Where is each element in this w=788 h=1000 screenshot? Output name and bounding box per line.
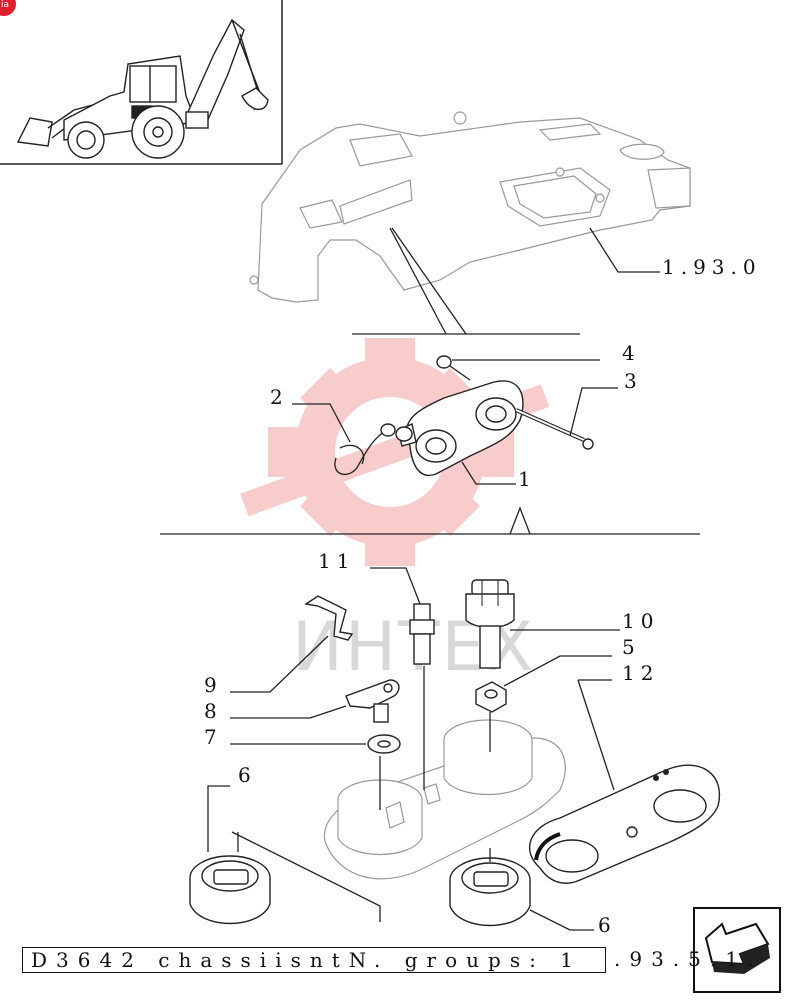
knob-cap-part-6-right bbox=[449, 857, 531, 927]
ref-top-label: 1.93.0 bbox=[662, 255, 762, 279]
leader-6-link bbox=[231, 831, 381, 922]
nut-part-4 bbox=[436, 355, 471, 381]
callout-3: 3 bbox=[624, 369, 643, 393]
lamp-wire-part-2 bbox=[334, 423, 413, 476]
bracket-part-8 bbox=[345, 679, 400, 723]
callout-11: 11 bbox=[318, 549, 355, 573]
callout-4: 4 bbox=[622, 341, 641, 365]
callout-5: 5 bbox=[622, 635, 641, 659]
leader-6a bbox=[207, 785, 230, 852]
leader-2 bbox=[292, 403, 351, 443]
callout-2: 2 bbox=[270, 385, 289, 409]
screw-part-3 bbox=[515, 408, 594, 450]
leader-ref bbox=[589, 227, 660, 273]
leader-12 bbox=[577, 679, 615, 791]
callout-9: 9 bbox=[204, 673, 223, 697]
knob-cap-part-6-left bbox=[189, 855, 271, 925]
leader-3 bbox=[569, 387, 618, 437]
badge-text: ia bbox=[1, 0, 10, 10]
leader-9 bbox=[230, 635, 329, 693]
leader-6b bbox=[529, 909, 594, 931]
washer-part-7 bbox=[367, 734, 401, 754]
lamp-socket-part-11 bbox=[409, 603, 435, 665]
watermark-gear-icon bbox=[240, 338, 550, 566]
dial-plate-part-12 bbox=[529, 764, 721, 884]
next-page-arrow-icon[interactable] bbox=[693, 907, 781, 993]
callout-8: 8 bbox=[204, 699, 223, 723]
footer-page-code: .93.5.1. bbox=[614, 947, 763, 971]
leader-1 bbox=[461, 461, 516, 485]
clip-part-9 bbox=[304, 595, 354, 641]
callout-10: 10 bbox=[622, 609, 659, 633]
corner-badge: ia bbox=[0, 0, 16, 16]
leader-8 bbox=[230, 705, 347, 719]
leader-5 bbox=[503, 655, 612, 687]
backhoe-loader-illustration bbox=[16, 18, 269, 159]
hex-nut-part-5 bbox=[475, 681, 507, 713]
callout-1: 1 bbox=[518, 467, 537, 491]
callout-6b: 6 bbox=[598, 913, 617, 937]
callout-7: 7 bbox=[204, 725, 223, 749]
leader-11 bbox=[370, 567, 421, 605]
dashboard-housing bbox=[249, 111, 691, 303]
switch-body-part-10 bbox=[465, 579, 515, 669]
callout-6a: 6 bbox=[238, 763, 257, 787]
footer-model-groups: D3642 chassiisntN. groups: 1 bbox=[22, 947, 606, 973]
callout-12: 12 bbox=[622, 661, 659, 685]
